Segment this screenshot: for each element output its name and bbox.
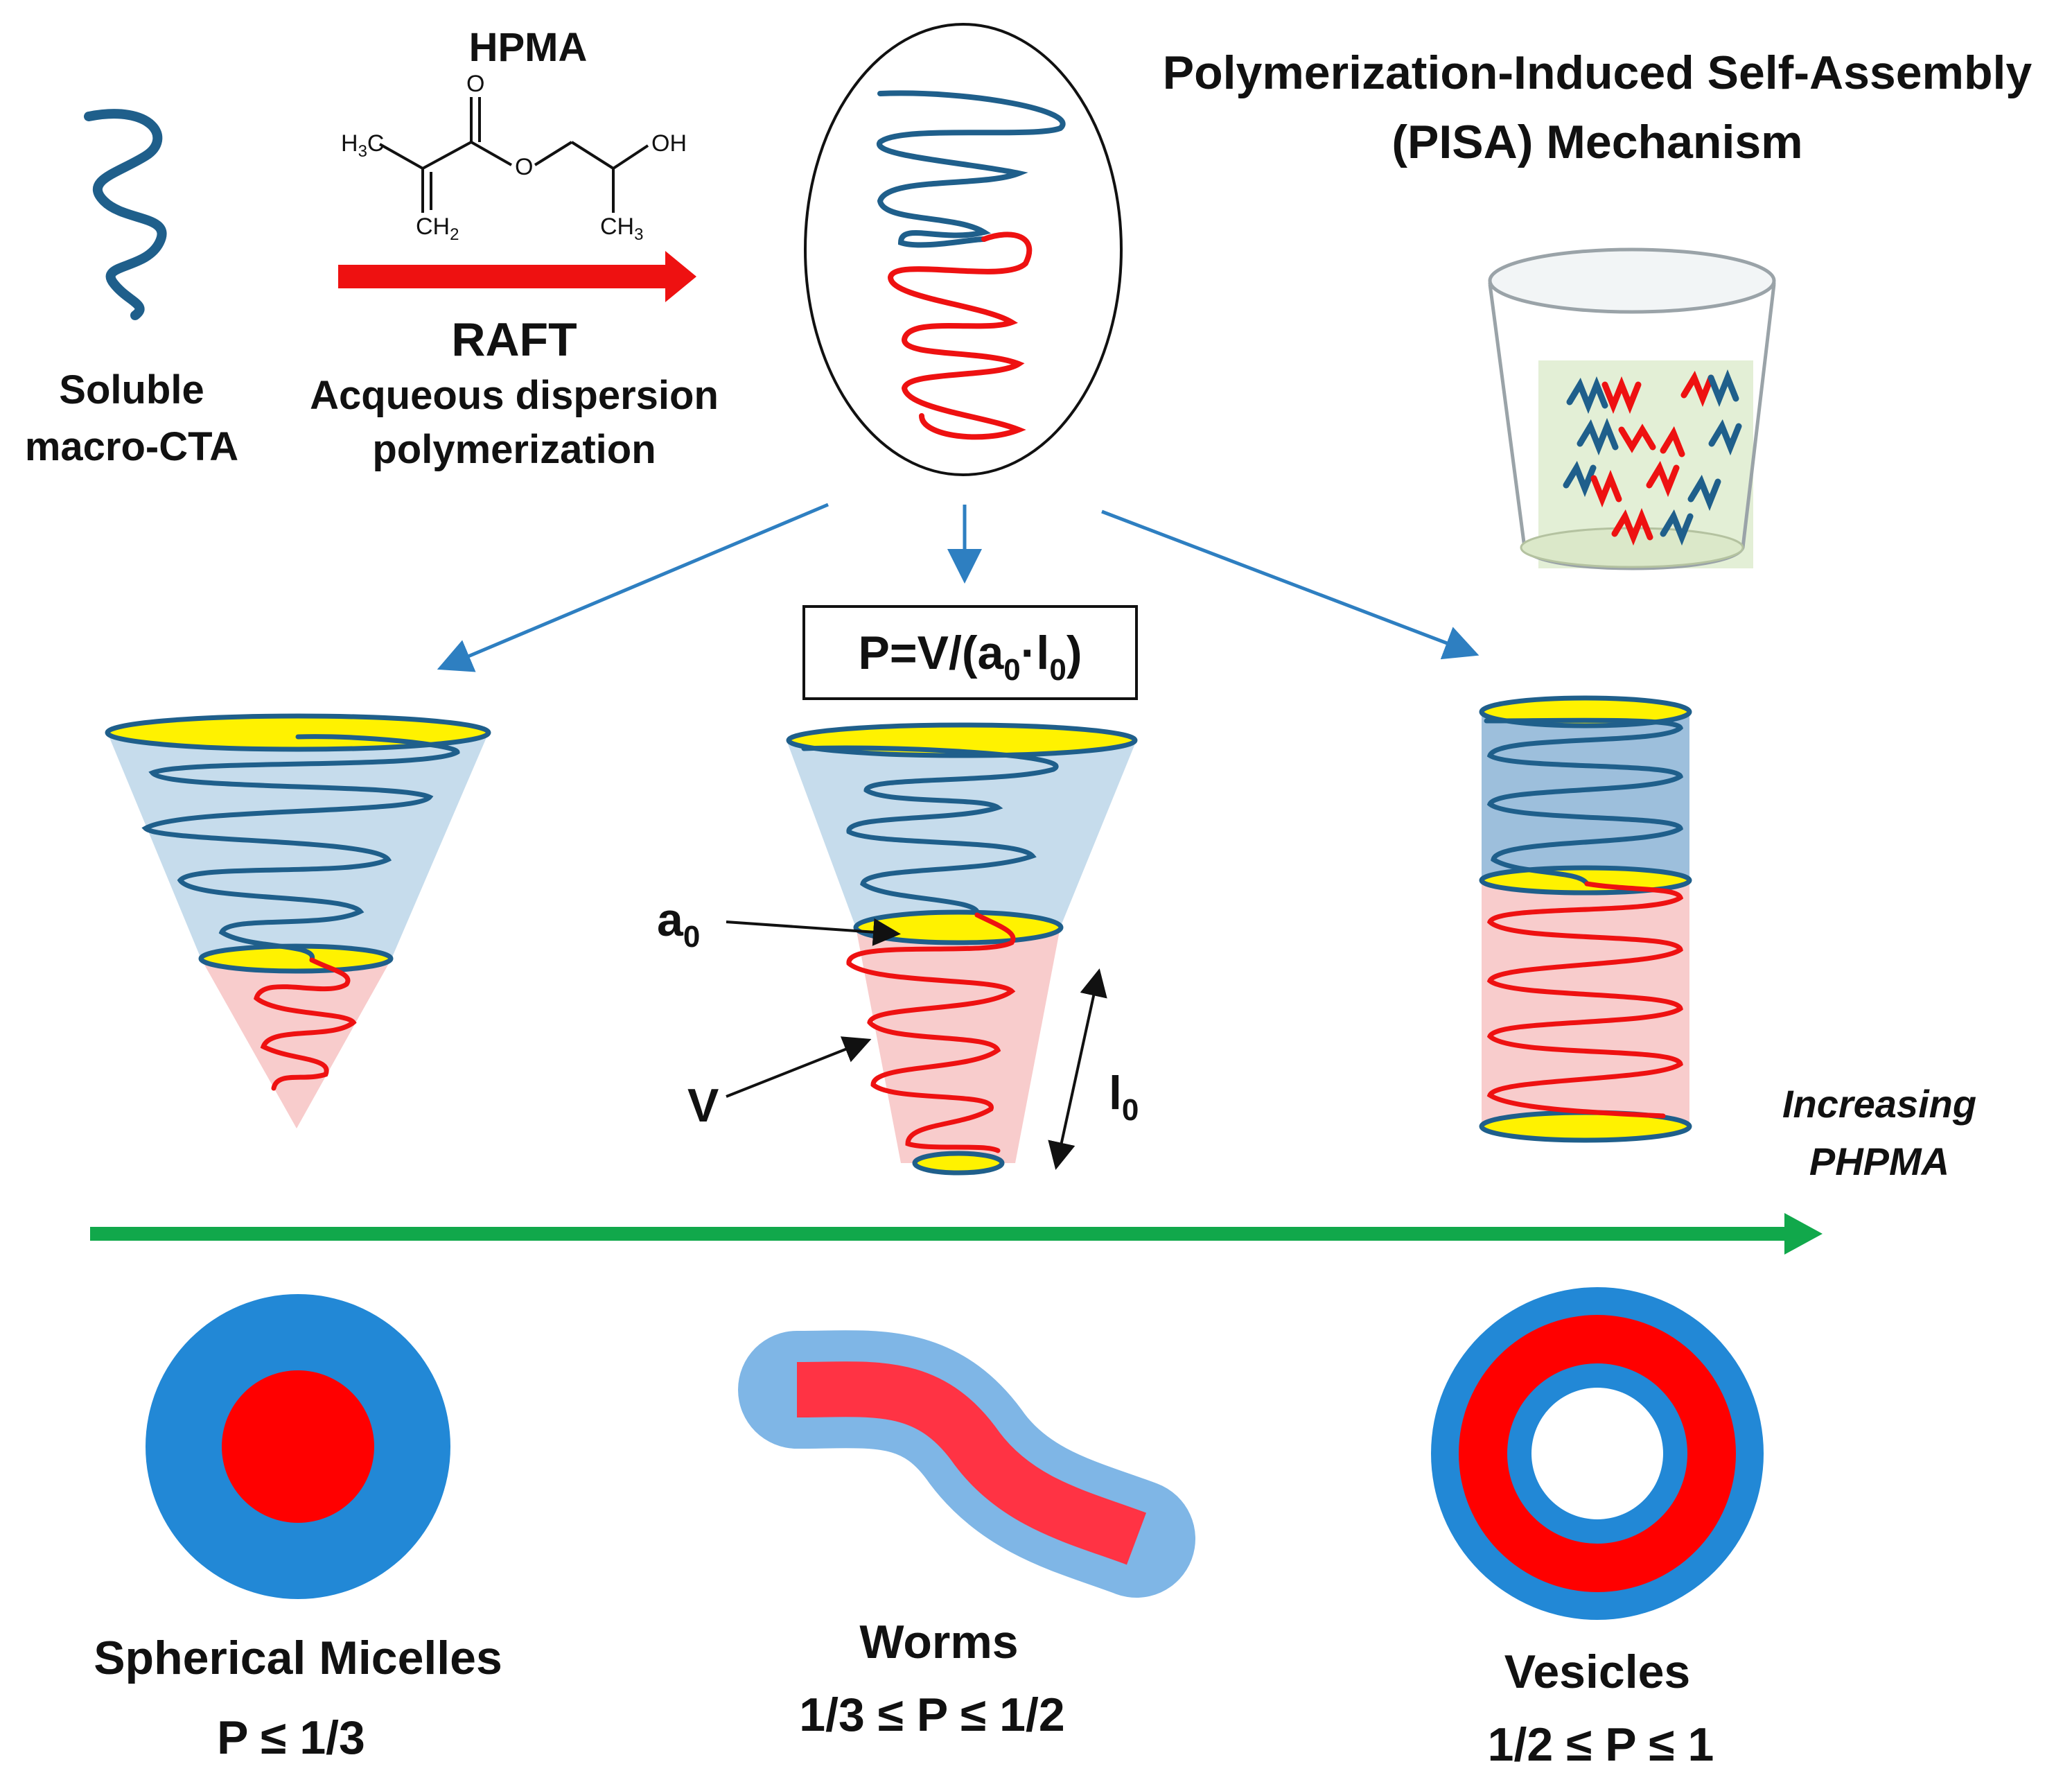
annot-a0-arrow [726, 918, 901, 946]
packing-formula: P=V/(a0·l0) [859, 627, 1082, 687]
morph-name-vesicles: Vesicles [1504, 1646, 1690, 1698]
morph-range-worms: 1/3 ≤ P ≤ 1/2 [799, 1688, 1064, 1741]
vesicle-shape [1431, 1287, 1764, 1620]
macro-cta-label-1: Soluble [59, 367, 204, 412]
chem-ch3: CH3 [600, 213, 643, 244]
beaker [1488, 247, 1776, 570]
chem-o-ester: O [515, 154, 533, 180]
cylinder-vesicles [1479, 695, 1692, 1143]
morph-range-spheres: P ≤ 1/3 [217, 1711, 365, 1764]
title-line-2: (PISA) Mechanism [1391, 116, 1802, 168]
worm-shape [738, 1330, 1195, 1598]
raft-arrow [338, 251, 696, 302]
chem-h3c: H3C [341, 130, 384, 161]
chem-oh: OH [651, 130, 687, 157]
annot-l0-arrow [1048, 968, 1107, 1170]
macro-cta-label-2: macro-CTA [25, 424, 238, 469]
chem-ch2: CH2 [416, 213, 459, 244]
title-line-1: Polymerization-Induced Self-Assembly [1163, 46, 2033, 99]
raft-sub-2: polymerization [372, 427, 656, 472]
raft-label: RAFT [451, 313, 577, 366]
beaker-chains [1563, 369, 1742, 546]
axis-label-2: PHPMA [1809, 1140, 1949, 1183]
hpma-structure [379, 97, 649, 213]
phpma-axis-arrow [90, 1213, 1823, 1255]
annot-v: V [687, 1079, 719, 1132]
morph-range-vesicles: 1/2 ≤ P ≤ 1 [1488, 1718, 1714, 1771]
morph-name-spheres: Spherical Micelles [94, 1632, 502, 1684]
axis-label-1: Increasing [1782, 1082, 1976, 1126]
annot-a0: a0 [657, 893, 700, 954]
morph-name-worms: Worms [859, 1616, 1018, 1668]
spherical-micelle-shape [146, 1294, 450, 1599]
hpma-label: HPMA [469, 25, 588, 70]
diblock-ellipse [804, 23, 1123, 476]
diblock-blue-block [877, 90, 1066, 248]
diblock-red-block [887, 232, 1033, 440]
packing-formula-box [802, 605, 1138, 700]
macro-cta-chain [84, 109, 167, 320]
chem-o-carbonyl: O [466, 71, 484, 97]
annot-v-arrow [726, 1036, 872, 1098]
annot-l0: l0 [1109, 1067, 1139, 1127]
cone-worms [786, 722, 1138, 1176]
arrow-to-spheres [437, 503, 829, 672]
raft-sub-1: Acqueous dispersion [310, 373, 719, 418]
cone-spheres [105, 713, 491, 1128]
arrow-to-vesicles [1101, 509, 1480, 660]
